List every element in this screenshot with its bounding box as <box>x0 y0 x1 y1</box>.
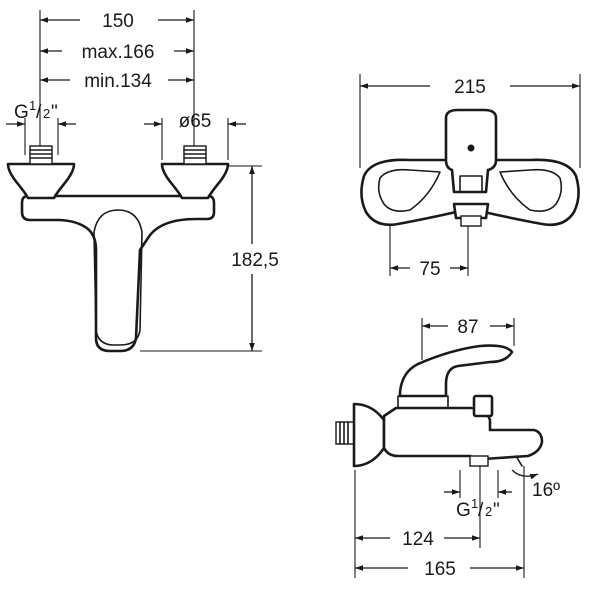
side-handle-body <box>397 395 449 409</box>
svg-text:G: G <box>456 500 471 521</box>
side-wall-thread <box>335 421 355 445</box>
side-outlet-label: 124 <box>402 529 434 550</box>
top-handle-base <box>459 175 483 193</box>
svg-text:2: 2 <box>485 504 492 519</box>
front-min-label: min.134 <box>84 71 152 92</box>
top-flange-left <box>377 168 441 212</box>
front-view: 150 max.166 min.134 G 1 / 2 " ø65 182,5 <box>6 10 279 353</box>
svg-text:1: 1 <box>29 98 36 113</box>
top-width-label: 215 <box>454 77 486 98</box>
svg-text:": " <box>51 102 58 123</box>
side-thread-label: G 1 / 2 " <box>456 496 500 521</box>
svg-text:/: / <box>36 102 42 123</box>
dim-angle-arc <box>511 469 539 480</box>
side-depth-label: 165 <box>424 559 456 580</box>
side-flange <box>352 402 386 468</box>
svg-text:1: 1 <box>471 496 478 511</box>
side-spout-tip <box>515 455 523 467</box>
front-body <box>20 194 216 353</box>
front-thread-right <box>183 145 207 165</box>
top-view: 215 75 <box>359 74 581 280</box>
side-view: 87 124 165 16º G 1 / 2 " <box>335 317 560 580</box>
top-outlet <box>452 202 490 220</box>
svg-text:2: 2 <box>43 106 50 121</box>
front-max-label: max.166 <box>82 42 155 63</box>
front-flange-right <box>160 162 230 200</box>
front-handle <box>93 209 143 346</box>
side-angle-label: 16º <box>532 480 560 501</box>
front-flange-left <box>6 162 76 200</box>
front-height-label: 182,5 <box>231 250 279 271</box>
top-outlet-label: 75 <box>419 259 440 280</box>
front-diameter-label: ø65 <box>179 111 212 132</box>
svg-text:G: G <box>14 102 29 123</box>
side-body <box>382 406 544 460</box>
svg-text:/: / <box>478 500 484 521</box>
side-handle <box>398 344 514 398</box>
top-handle-dot <box>467 144 475 152</box>
front-thread-left <box>29 145 53 165</box>
side-outlet-thread <box>469 455 489 467</box>
front-width-label: 150 <box>102 11 134 32</box>
side-diverter-knob <box>472 394 494 418</box>
top-outlet-thread <box>460 215 482 227</box>
svg-text:": " <box>493 500 500 521</box>
side-handle-label: 87 <box>457 317 478 338</box>
front-thread-label: G 1 / 2 " <box>14 98 58 123</box>
top-flange-right <box>499 168 563 212</box>
